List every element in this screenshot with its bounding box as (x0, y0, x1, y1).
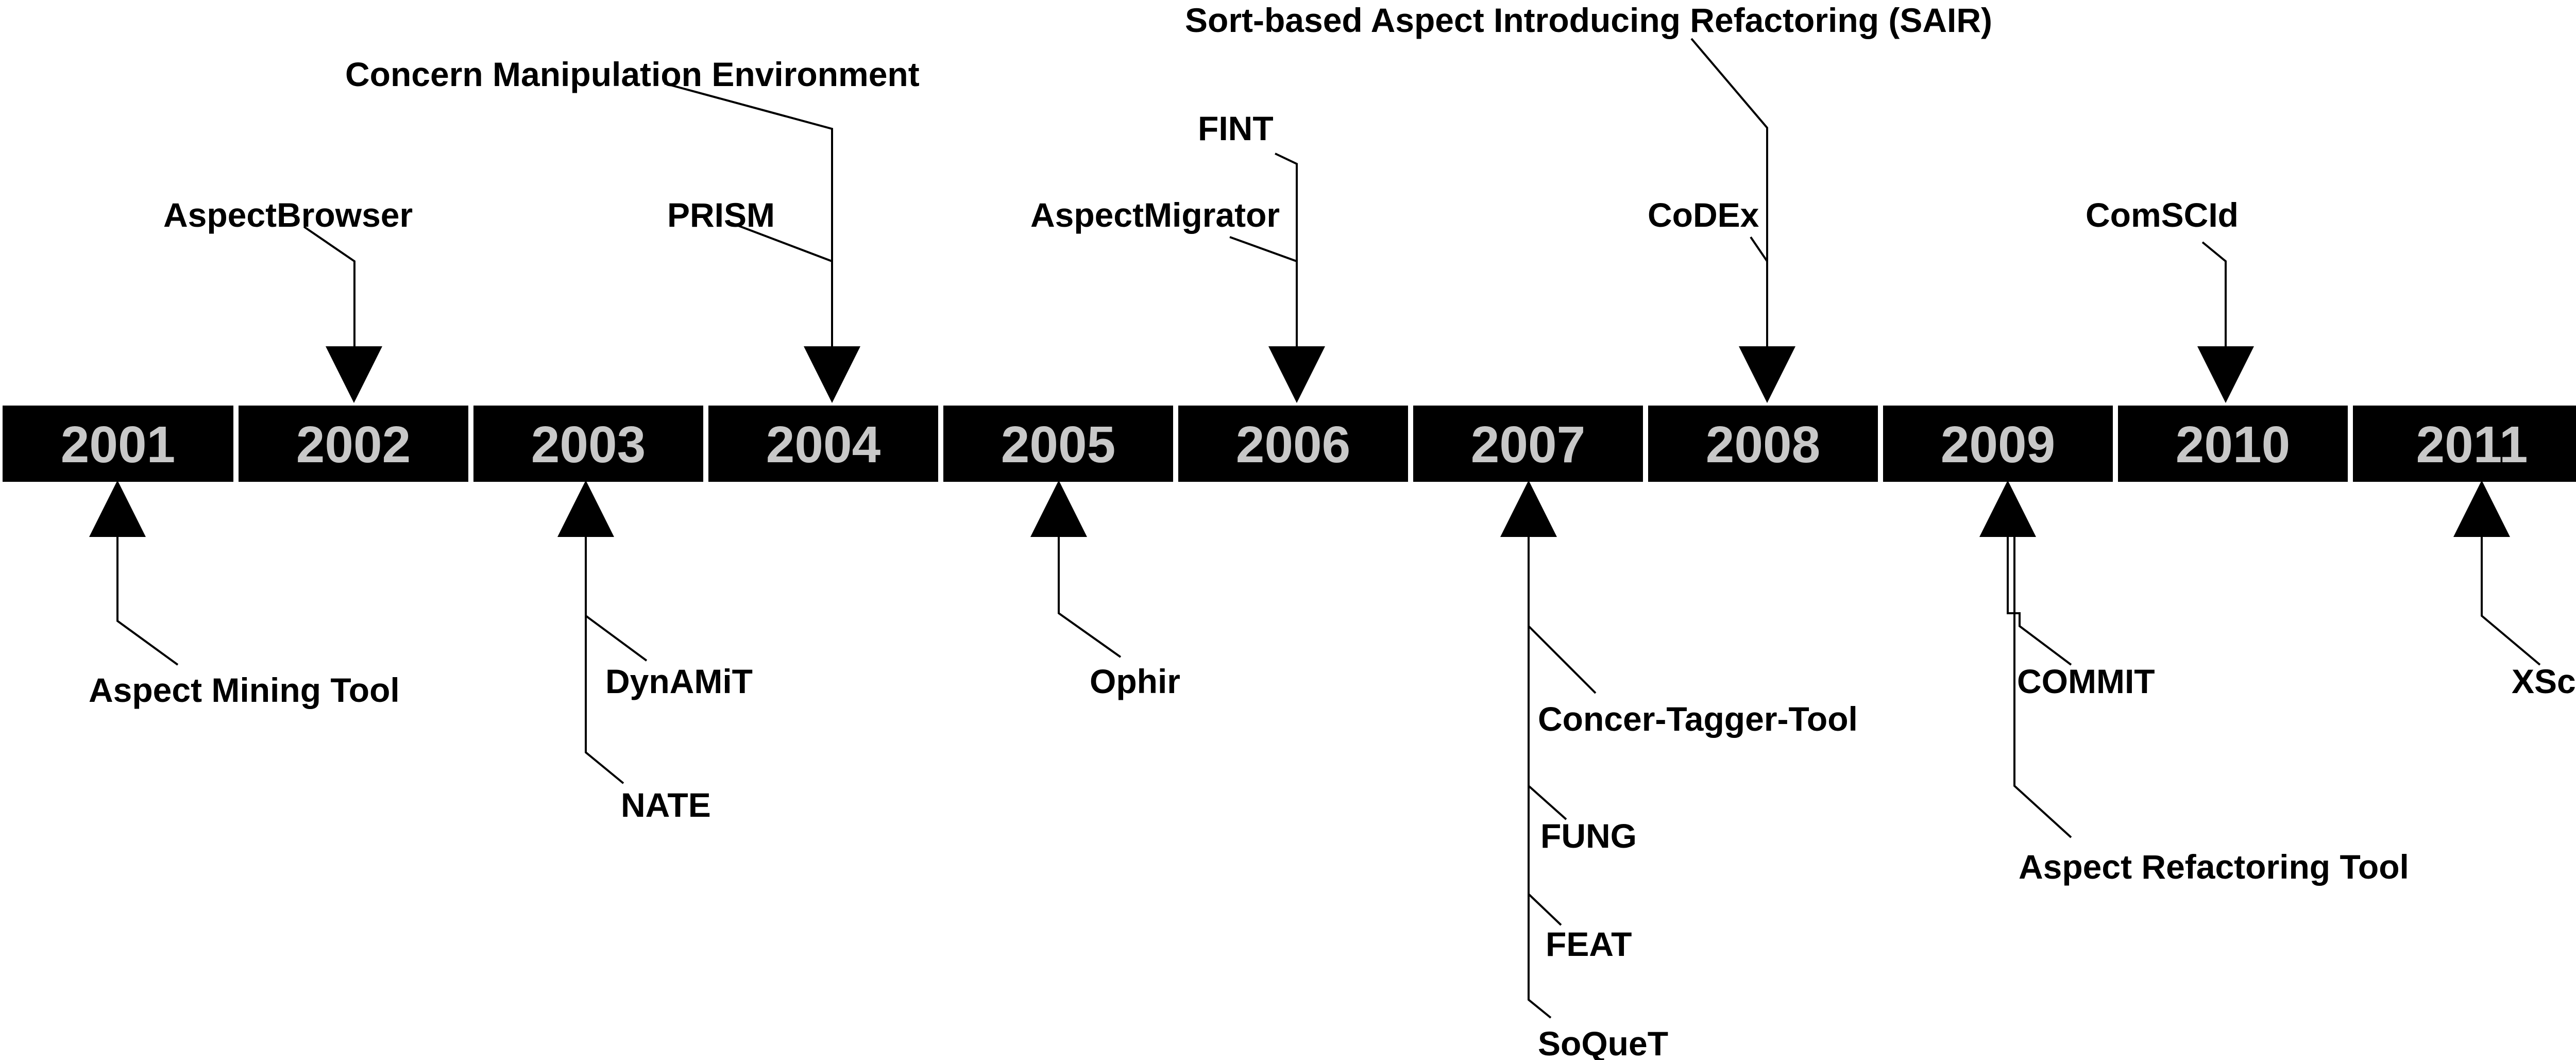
year-box-2004 (708, 406, 938, 482)
connector-soquet (1528, 536, 1552, 1019)
year-label-2009: 2009 (1941, 416, 2055, 474)
year-label-2010: 2010 (2176, 416, 2290, 474)
year-box-2002 (239, 406, 468, 482)
arrow-up-2009-icon (1979, 480, 2036, 537)
year-box-2009 (1883, 406, 2113, 482)
year-box-2001 (3, 406, 233, 482)
label-nate: NATE (621, 786, 711, 824)
year-bar: 2001 2002 2003 2004 2005 2006 2007 2008 … (3, 406, 2576, 482)
connector-dynamit (585, 615, 648, 662)
tool-aspectbrowser: AspectBrowser (163, 196, 413, 403)
label-aspectmigrator: AspectMigrator (1030, 196, 1280, 234)
year-label-2007: 2007 (1471, 416, 1585, 474)
label-feat: FEAT (1546, 925, 1632, 963)
label-dynamit: DynAMiT (605, 662, 753, 700)
connector-comscid (2201, 241, 2227, 350)
year-label-2004: 2004 (766, 416, 881, 474)
label-aspect-refactoring-tool: Aspect Refactoring Tool (2019, 848, 2409, 886)
label-ophir: Ophir (1090, 662, 1180, 700)
tool-group-2006: FINT AspectMigrator (1030, 109, 1325, 403)
connector-ophir (1058, 536, 1122, 658)
connector-aspectbrowser (303, 226, 355, 350)
label-fung: FUNG (1540, 817, 1637, 855)
connector-aspect-refactoring-tool (2013, 536, 2072, 838)
arrow-up-2001-icon (89, 480, 146, 537)
arrow-up-2011-icon (2453, 480, 2510, 537)
label-aspectbrowser: AspectBrowser (163, 196, 413, 234)
year-box-2003 (473, 406, 703, 482)
label-concer-tagger-tool: Concer-Tagger-Tool (1538, 700, 1858, 738)
year-label-2002: 2002 (296, 416, 411, 474)
connector-aspectmigrator (1229, 236, 1297, 262)
tool-group-2009: COMMIT Aspect Refactoring Tool (1979, 480, 2409, 886)
connector-nate (585, 536, 624, 784)
arrow-down-2008-icon (1739, 346, 1795, 403)
label-commit: COMMIT (2017, 662, 2155, 700)
year-box-2010 (2118, 406, 2348, 482)
tool-comscid: ComSCId (2086, 196, 2254, 403)
label-fint: FINT (1198, 109, 1274, 147)
label-cme: Concern Manipulation Environment (345, 55, 920, 93)
year-label-2001: 2001 (61, 416, 175, 474)
arrow-up-2005-icon (1030, 480, 1087, 537)
label-prism: PRISM (667, 196, 775, 234)
tool-ophir: Ophir (1030, 480, 1180, 700)
tool-aspect-mining-tool: Aspect Mining Tool (89, 480, 400, 709)
label-xscan: XScan (2512, 662, 2576, 700)
connector-concer-tagger-tool (1528, 625, 1597, 694)
year-label-2008: 2008 (1706, 416, 1820, 474)
year-box-2007 (1413, 406, 1643, 482)
connector-sair (1690, 38, 1768, 350)
arrow-down-2006-icon (1268, 346, 1325, 403)
year-box-2006 (1178, 406, 1408, 482)
year-label-2011: 2011 (2416, 416, 2528, 474)
connector-aspect-mining-tool (116, 536, 179, 666)
arrow-up-2007-icon (1500, 480, 1557, 537)
tool-group-2003: DynAMiT NATE (557, 480, 753, 824)
tool-group-2008: Sort-based Aspect Introducing Refactorin… (1185, 1, 1992, 403)
connector-prism (727, 221, 833, 262)
connector-codex (1750, 236, 1768, 262)
label-codex: CoDEx (1648, 196, 1759, 234)
connector-cme (664, 82, 833, 350)
connector-fint (1275, 153, 1298, 350)
tool-group-2004: Concern Manipulation Environment PRISM (345, 55, 920, 403)
year-label-2003: 2003 (531, 416, 646, 474)
tool-group-2007: Concer-Tagger-Tool FUNG FEAT SoQueT (1500, 480, 1858, 1060)
connector-fung (1528, 785, 1567, 820)
arrow-up-2003-icon (557, 480, 614, 537)
label-soquet: SoQueT (1538, 1024, 1668, 1060)
connector-feat (1528, 893, 1562, 926)
connector-commit (2007, 536, 2072, 666)
connector-xscan (2481, 536, 2541, 666)
year-box-2005 (943, 406, 1173, 482)
arrow-down-2004-icon (804, 346, 860, 403)
year-box-2008 (1648, 406, 1878, 482)
label-sair: Sort-based Aspect Introducing Refactorin… (1185, 1, 1992, 39)
arrow-down-2010-icon (2197, 346, 2254, 403)
year-label-2005: 2005 (1001, 416, 1115, 474)
label-comscid: ComSCId (2086, 196, 2239, 234)
arrow-down-2002-icon (326, 346, 382, 403)
year-label-2006: 2006 (1236, 416, 1350, 474)
label-aspect-mining-tool: Aspect Mining Tool (89, 671, 400, 709)
tool-xscan: XScan (2453, 480, 2576, 700)
year-box-2011 (2353, 406, 2576, 482)
